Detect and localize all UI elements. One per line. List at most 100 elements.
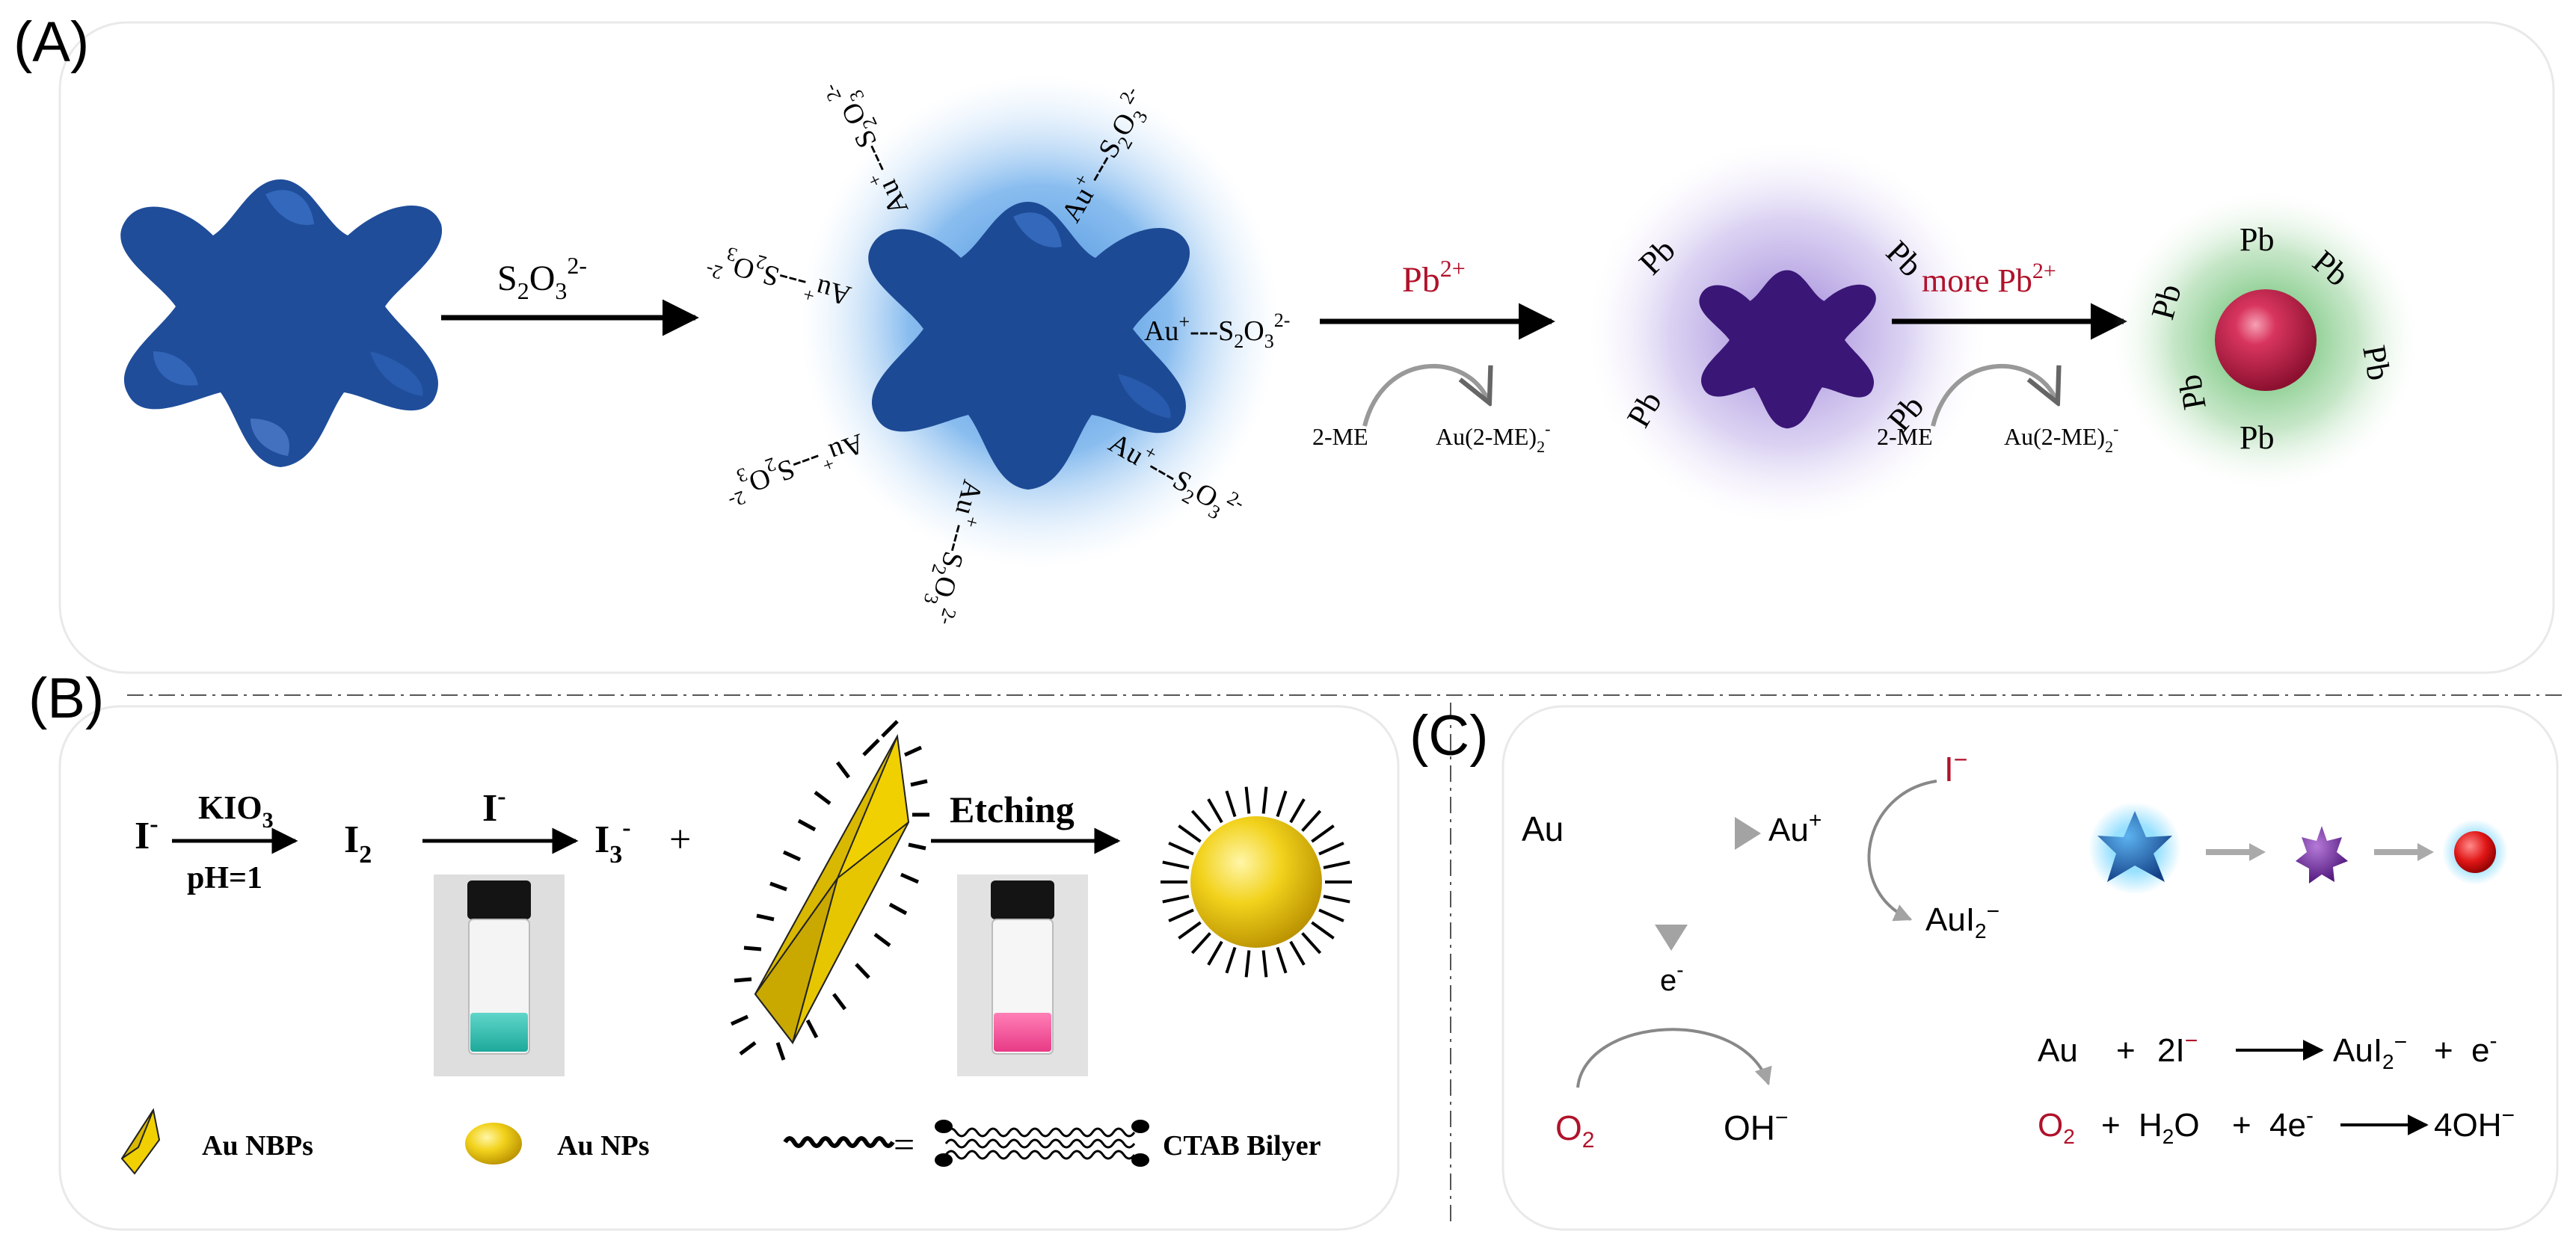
ctab-hair [1289, 940, 1306, 966]
ctab-hair [1190, 932, 1211, 954]
legend-wavy-line [783, 1136, 895, 1148]
svg-text:4OH−: 4OH− [2434, 1103, 2515, 1144]
arrowhead-c3 [2249, 843, 2266, 861]
etching-label: Etching [950, 789, 1075, 830]
purple-star-particle [2296, 826, 2348, 883]
legend-au-nps: Au NPs [557, 1130, 650, 1162]
ctab-hair [1244, 950, 1251, 978]
panel-b-frame [58, 705, 1400, 1231]
ctab-hair [1301, 932, 1322, 954]
au-nanostar-complexed [868, 202, 1190, 490]
au-plus: Au+ [1768, 808, 1822, 848]
au-bipyramid [730, 720, 929, 1061]
svg-text:Au+---S2O32-: Au+---S2O32- [1144, 309, 1290, 352]
ph-condition: pH=1 [187, 861, 262, 895]
svg-text:Pb: Pb [2355, 342, 2397, 383]
svg-text:Pb: Pb [2240, 221, 2274, 258]
svg-text:Au: Au [2038, 1032, 2078, 1069]
svg-text:Au+---S2O32-: Au+---S2O32- [719, 422, 870, 512]
svg-text:2I−: 2I− [2157, 1028, 2198, 1069]
svg-text:+: + [2101, 1107, 2121, 1144]
panel-c-frame [1501, 705, 2559, 1231]
plus-sign: + [669, 818, 691, 861]
panel-b-reaction: I- KIO3 pH=1 I2 I- I3- + Etching [135, 783, 1121, 895]
svg-text:e-: e- [2471, 1028, 2497, 1069]
ctab-hair [1323, 895, 1350, 904]
reagent-more-pb2plus: more Pb2+ [1922, 259, 2056, 299]
ligand-right: Au+---S2O32- [1144, 309, 1290, 352]
legend-sphere-icon [465, 1123, 522, 1165]
curved-arrow-c-iodide [1867, 780, 1937, 922]
side-arrow-a3 [1931, 364, 2056, 427]
ctab-hair [1168, 908, 1194, 922]
svg-text:+: + [2434, 1032, 2453, 1069]
legend-equals: = [894, 1123, 914, 1165]
sphere-hairs [1161, 786, 1352, 978]
red-ball-particle [2454, 831, 2496, 873]
svg-text:H2O: H2O [2139, 1107, 2200, 1148]
triiodide: I3- [594, 814, 631, 869]
ctab-hair [1225, 946, 1237, 974]
side-product-au2me-2: Au(2-ME)2- [2004, 419, 2118, 456]
au-nanostar-etched [1699, 270, 1876, 429]
side-reagent-2me-1: 2-ME [1312, 423, 1368, 450]
side-product-au2me-1: Au(2-ME)2- [1436, 419, 1550, 456]
ctab-hair [1261, 786, 1268, 814]
reagent-thiosulfate: S2O32- [497, 252, 587, 304]
panel-label-c: (C) [1410, 704, 1489, 768]
svg-text:Pb: Pb [2240, 419, 2274, 456]
ctab-hair [1323, 860, 1350, 869]
ctab-hair [1225, 790, 1237, 818]
ctab-hair [1318, 842, 1344, 856]
arrowhead-c1 [1735, 817, 1761, 850]
svg-text:4e-: 4e- [2269, 1103, 2314, 1144]
iodide-reagent: I- [482, 783, 506, 830]
ctab-hair [1168, 842, 1194, 856]
svg-text:O2: O2 [2038, 1107, 2075, 1148]
vial-pink [957, 875, 1088, 1076]
panel-c-mechanism: Au Au+ I− AuI2− e- O2 OH− Au + 2I− AuI2−… [1522, 746, 2515, 1153]
aui2-c: AuI2− [1925, 899, 1999, 943]
ctab-hair [1276, 790, 1288, 818]
ctab-hair [1207, 940, 1223, 966]
au-nanosphere [2215, 289, 2317, 391]
ctab-hair [1178, 921, 1202, 940]
legend-bilayer-icon [935, 1120, 1149, 1167]
kio3-label: KIO3 [198, 789, 274, 833]
ctab-hair [1311, 824, 1335, 843]
equation-2: O2 + H2O + 4e- 4OH− [2038, 1103, 2515, 1148]
ctab-hair [1318, 908, 1344, 922]
au-nanoparticle-ctab [1161, 786, 1352, 978]
panel-a-frame [58, 21, 2555, 674]
ligand-lower-left: Au+---S2O32- [719, 422, 870, 513]
ctab-hair [1276, 946, 1288, 974]
arrowhead-c2 [1655, 925, 1688, 951]
ctab-hair [1301, 809, 1322, 832]
reagent-pb2plus: Pb2+ [1402, 255, 1466, 300]
svg-text:+: + [2232, 1107, 2251, 1144]
blue-star-particle [2097, 811, 2172, 882]
side-reagent-2me-2: 2-ME [1877, 423, 1933, 450]
o2-c: O2 [1555, 1108, 1594, 1153]
legend-au-nbps: Au NBPs [202, 1130, 313, 1162]
electron-c: e- [1660, 958, 1684, 997]
ctab-hair [1261, 950, 1268, 978]
side-arrow-a2 [1362, 364, 1488, 427]
au-start: Au [1522, 809, 1564, 848]
hydroxide-c: OH− [1724, 1105, 1789, 1147]
legend-bipyramid-icon [120, 1108, 161, 1175]
au-nanostar-initial [120, 179, 443, 467]
ctab-hair [1289, 798, 1306, 824]
equation-1: Au + 2I− AuI2− + e- [2038, 1028, 2497, 1073]
iodine: I2 [344, 818, 372, 869]
svg-text:+: + [2116, 1032, 2136, 1069]
svg-text:Pb: Pb [2171, 371, 2213, 412]
panel-label-b: (B) [28, 667, 104, 730]
ctab-hair [1190, 809, 1211, 832]
ctab-hair [1178, 824, 1202, 843]
curved-arrow-c-o2 [1576, 1028, 1772, 1088]
legend-ctab-bilayer: CTAB Bilyer [1163, 1130, 1321, 1162]
ctab-hair [1162, 895, 1190, 904]
svg-text:AuI2−: AuI2− [2333, 1030, 2407, 1073]
